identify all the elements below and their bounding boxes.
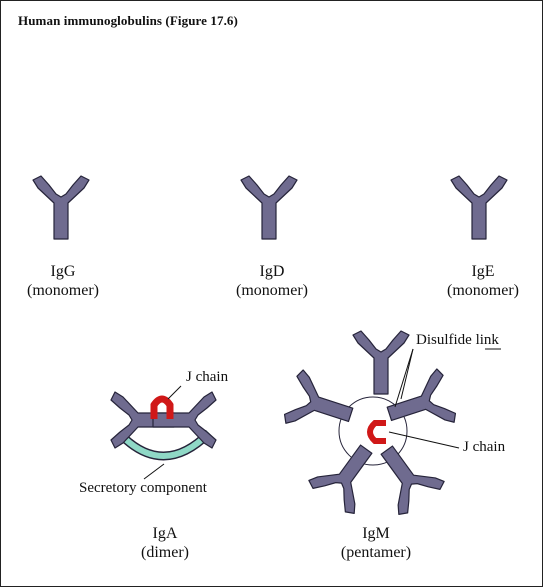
igg-antibody-shape (32, 175, 90, 240)
ige-name: IgE (471, 263, 495, 280)
igm-j-chain-callout: J chain (463, 439, 506, 455)
ige-antibody-shape (450, 175, 508, 240)
igm-j-chain-shape (367, 420, 386, 444)
igg-name: IgG (50, 263, 76, 280)
igd-name: IgD (259, 263, 285, 280)
disulfide-link-callout: Disulfide link (416, 332, 499, 348)
iga-j-chain-shape (150, 395, 174, 419)
ige-form: (monomer) (447, 282, 519, 299)
secretory-component-callout: Secretory component (79, 480, 207, 496)
leader-lines (143, 348, 501, 480)
igm-name: IgM (362, 525, 390, 542)
iga-label: IgA (dimer) (95, 524, 235, 562)
secretory-component-inner (116, 430, 212, 459)
igd-label: IgD (monomer) (202, 262, 342, 300)
igd-form: (monomer) (236, 282, 308, 299)
igg-label: IgG (monomer) (0, 262, 133, 300)
iga-name: IgA (152, 525, 178, 542)
igg-form: (monomer) (27, 282, 99, 299)
iga-form: (dimer) (141, 544, 189, 561)
iga-dimer-shape (110, 391, 217, 461)
igm-label: IgM (pentamer) (306, 524, 446, 562)
igd-antibody-shape (240, 175, 298, 240)
igm-pentamer-shape (281, 330, 459, 519)
figure-title: Human immunoglobulins (Figure 17.6) (18, 13, 238, 28)
ige-label: IgE (monomer) (413, 262, 543, 300)
igm-form: (pentamer) (340, 544, 412, 561)
iga-j-chain-callout: J chain (186, 369, 229, 385)
